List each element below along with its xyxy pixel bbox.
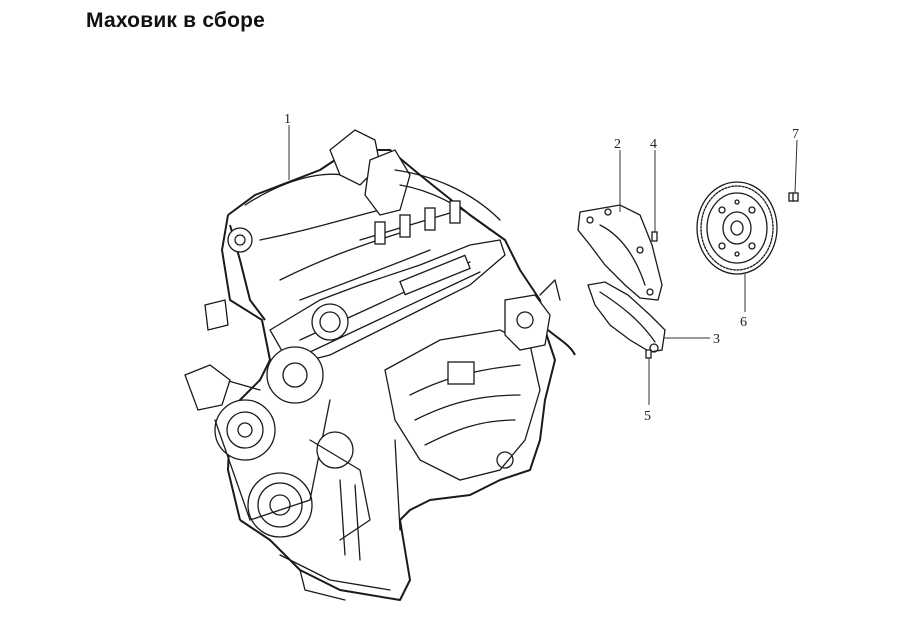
callout-3: 3 bbox=[713, 332, 720, 347]
bolt-part-5 bbox=[645, 349, 652, 359]
leader-line-7 bbox=[794, 139, 798, 194]
callout-4: 4 bbox=[650, 137, 657, 152]
callout-5: 5 bbox=[644, 409, 651, 424]
flywheel-drawing bbox=[696, 181, 778, 275]
adapter-plate-drawing bbox=[577, 204, 663, 301]
seal-plate-drawing bbox=[587, 281, 666, 353]
engine-block-drawing bbox=[184, 129, 576, 601]
callout-6: 6 bbox=[740, 315, 747, 330]
callout-2: 2 bbox=[614, 137, 621, 152]
callout-7: 7 bbox=[792, 127, 799, 142]
page-title: Маховик в сборе bbox=[86, 9, 266, 32]
callout-1: 1 bbox=[284, 112, 291, 127]
flywheel-bolt-drawing bbox=[788, 192, 799, 202]
dowel-pin-part-4 bbox=[651, 231, 658, 242]
